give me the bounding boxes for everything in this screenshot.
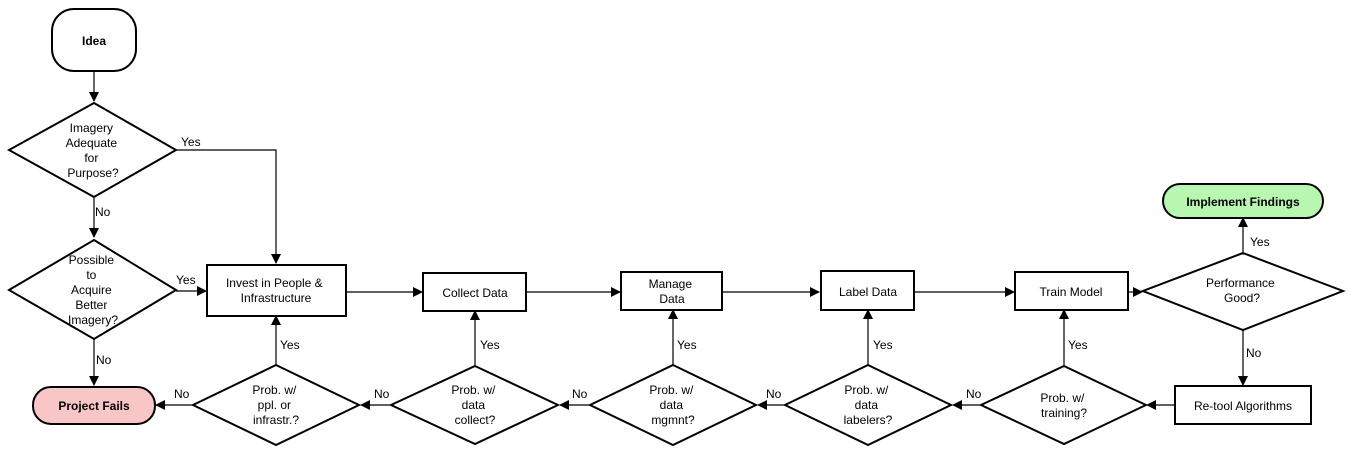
project-fails-terminator (32, 386, 156, 425)
node-prob-mgmnt: Prob. w/ data mgmnt? (587, 363, 759, 447)
label-performance-no: No (1246, 346, 1262, 360)
node-acquire-better: Possible to Acquire Better Imagery? (7, 238, 178, 341)
label-prob-ppl-no: No (174, 387, 190, 401)
prob-collect-diamond (388, 364, 561, 446)
implement-text: Implement Findings (1186, 195, 1300, 209)
invest-box (206, 264, 347, 317)
label-box (820, 270, 915, 311)
label-prob-labelers-no: No (766, 387, 782, 401)
invest-text: Invest in People & Infrastructure (226, 276, 326, 305)
idea-text: Idea (82, 34, 106, 48)
label-prob-collect-no: No (374, 387, 390, 401)
performance-diamond (1140, 251, 1346, 332)
idea-terminator (51, 8, 137, 72)
train-box (1014, 271, 1129, 311)
node-prob-ppl: Prob. w/ ppl. or infrastr.? (190, 363, 362, 447)
implement-terminator (1162, 183, 1324, 219)
node-performance: Performance Good? (1140, 251, 1346, 332)
project-fails-text: Project Fails (58, 399, 130, 413)
label-prob-training-no: No (966, 387, 982, 401)
label-prob-ppl-yes: Yes (280, 338, 300, 352)
prob-labelers-diamond (782, 363, 954, 447)
label-imagery-yes: Yes (181, 135, 201, 149)
node-label: Label Data (820, 270, 915, 311)
prob-mgmnt-text: Prob. w/ data mgmnt? (649, 383, 696, 427)
edges (89, 72, 1248, 410)
manage-text: Manage Data (649, 277, 696, 306)
label-imagery-no: No (95, 205, 111, 219)
label-prob-training-yes: Yes (1068, 338, 1088, 352)
node-imagery-adequate: Imagery Adequate for Purpose? (6, 101, 179, 199)
node-collect: Collect Data (422, 272, 527, 312)
node-prob-collect: Prob. w/ data collect? (388, 364, 561, 446)
node-project-fails: Project Fails (32, 386, 156, 425)
prob-collect-text: Prob. w/ data collect? (451, 383, 498, 427)
label-prob-mgmnt-yes: Yes (677, 338, 697, 352)
retool-box (1174, 385, 1312, 425)
train-text: Train Model (1040, 285, 1103, 299)
imagery-adequate-text: Imagery Adequate for Purpose? (66, 121, 121, 180)
edge-labels: Yes No Yes No Yes No Yes No Yes No Yes N… (95, 135, 1270, 401)
manage-box (620, 271, 723, 311)
node-prob-labelers: Prob. w/ data labelers? (782, 363, 954, 447)
node-invest: Invest in People & Infrastructure (206, 264, 347, 317)
label-prob-mgmnt-no: No (572, 387, 588, 401)
performance-text: Performance Good? (1206, 276, 1278, 305)
collect-text: Collect Data (442, 286, 508, 300)
node-prob-training: Prob. w/ training? (978, 364, 1149, 446)
acquire-better-text: Possible to Acquire Better Imagery? (68, 253, 118, 327)
imagery-adequate-diamond (6, 101, 179, 199)
node-manage: Manage Data (620, 271, 723, 311)
label-acquire-yes: Yes (176, 273, 196, 287)
prob-ppl-diamond (190, 363, 362, 447)
node-idea: Idea (51, 8, 137, 72)
label-acquire-no: No (96, 353, 112, 367)
label-prob-labelers-yes: Yes (873, 338, 893, 352)
prob-labelers-text: Prob. w/ data labelers? (844, 383, 893, 427)
node-implement: Implement Findings (1162, 183, 1324, 219)
collect-box (422, 272, 527, 312)
label-performance-yes: Yes (1250, 235, 1270, 249)
acquire-better-diamond (7, 238, 178, 341)
node-train: Train Model (1014, 271, 1129, 311)
prob-training-diamond (978, 364, 1149, 446)
label-text: Label Data (839, 285, 897, 299)
prob-mgmnt-diamond (587, 363, 759, 447)
retool-text: Re-tool Algorithms (1194, 399, 1292, 413)
prob-ppl-text: Prob. w/ ppl. or infrastr.? (252, 383, 299, 427)
edge-imagery-yes-to-invest (176, 149, 281, 264)
label-prob-collect-yes: Yes (480, 338, 500, 352)
node-retool: Re-tool Algorithms (1174, 385, 1312, 425)
prob-training-text: Prob. w/ training? (1040, 391, 1087, 420)
